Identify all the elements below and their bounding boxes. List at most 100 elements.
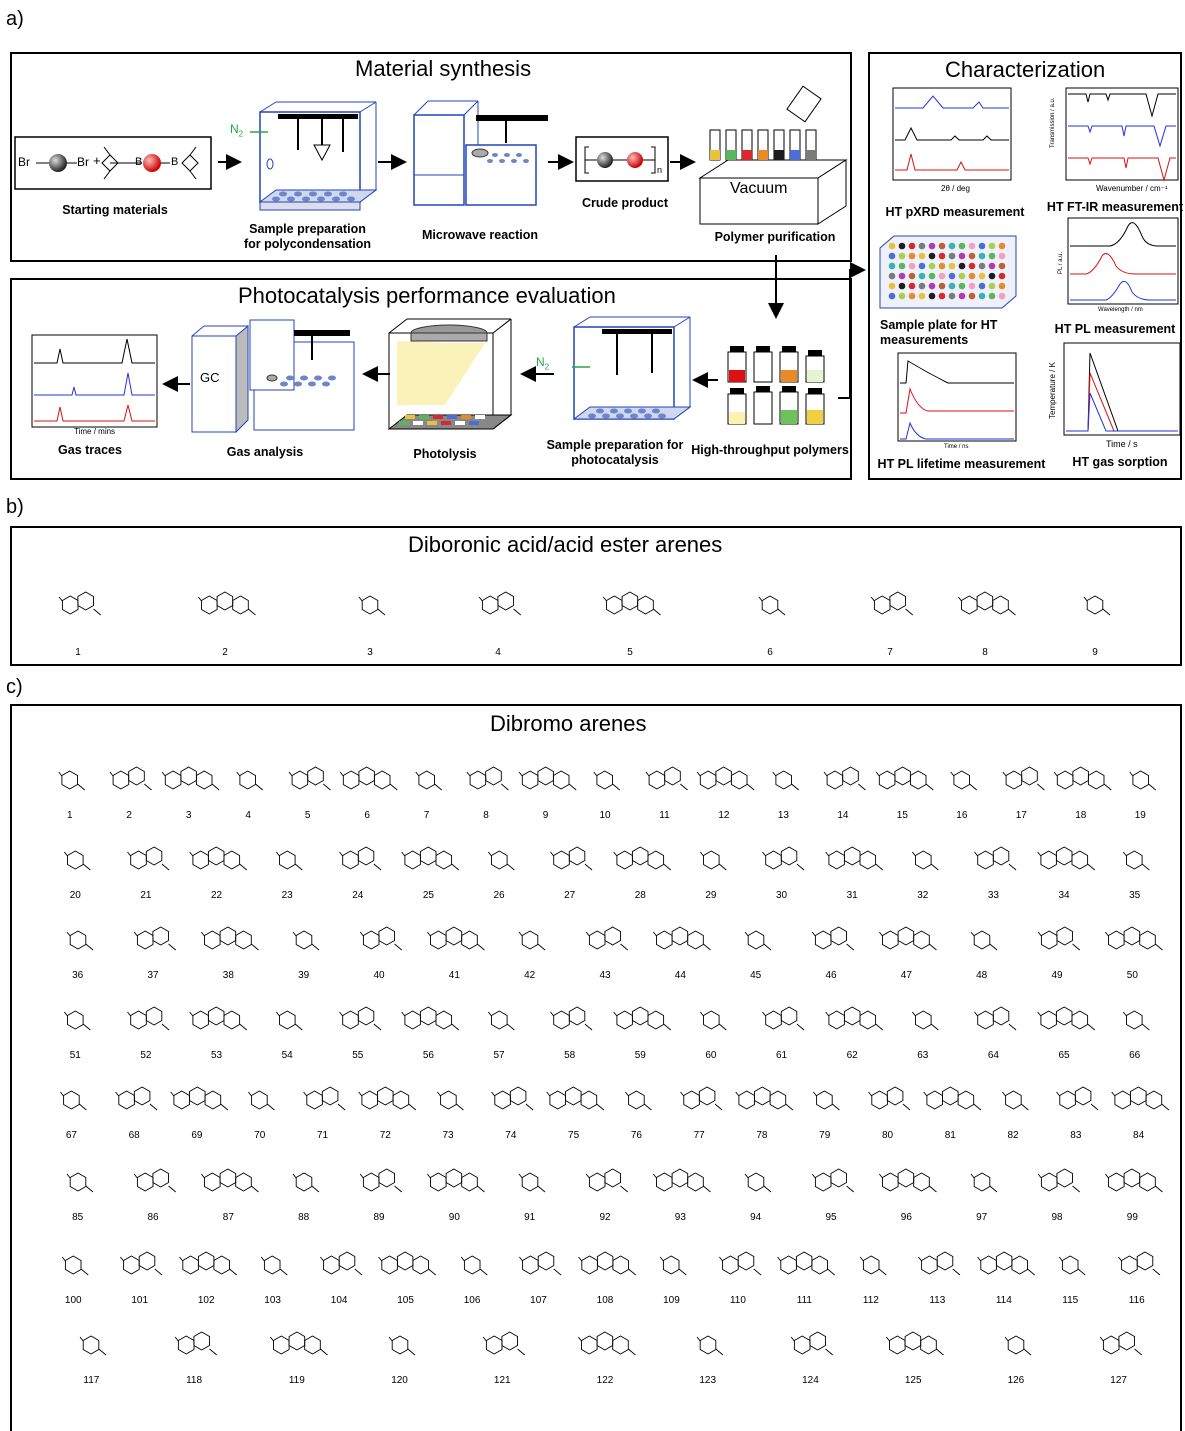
compound-number: 62 <box>846 1050 858 1061</box>
compound-number: 6 <box>767 647 773 658</box>
structure-drawing <box>970 930 997 951</box>
characterization-title: Characterization <box>945 57 1106 82</box>
plate-well <box>938 262 946 270</box>
compound-number: 47 <box>900 970 912 981</box>
structure-drawing <box>791 1331 834 1356</box>
structure-drawing <box>772 770 799 791</box>
compound-number: 103 <box>264 1295 281 1306</box>
structure-drawing <box>401 846 460 871</box>
structure-drawing <box>338 846 381 871</box>
structure-drawing <box>518 930 545 951</box>
structure-drawing <box>950 770 978 791</box>
plate-well <box>908 282 916 290</box>
compound-number: 81 <box>944 1130 956 1141</box>
plate-well <box>978 262 986 270</box>
plate-well <box>948 242 956 250</box>
plus-sign: + <box>93 153 101 168</box>
plate-well <box>948 272 956 280</box>
ftir-ylabel: Transmission / a.u. <box>1050 97 1056 148</box>
diboronic-title: Diboronic acid/acid ester arenes <box>408 532 723 557</box>
plate-well <box>888 242 896 250</box>
plate-well <box>908 262 916 270</box>
structure-drawing <box>359 926 403 951</box>
compound-number: 8 <box>982 647 988 658</box>
compound-number: 114 <box>995 1295 1012 1306</box>
compound-number: 83 <box>1070 1130 1082 1141</box>
structure-drawing <box>823 766 866 791</box>
structure-drawing <box>918 1251 961 1276</box>
compound-number: 71 <box>316 1130 329 1141</box>
structure-drawing <box>546 1086 605 1111</box>
compound-number: 125 <box>904 1375 922 1386</box>
structure-drawing <box>201 1168 260 1193</box>
compound-number: 113 <box>929 1295 946 1306</box>
compound-number: 2 <box>126 810 132 821</box>
compound-number: 34 <box>1058 890 1070 901</box>
plate-well <box>968 292 976 300</box>
structure-drawing <box>699 850 727 871</box>
structure-drawing <box>957 591 1016 616</box>
structure-drawing <box>625 1090 652 1111</box>
photocatalysis-title: Photocatalysis performance evaluation <box>238 283 616 308</box>
plate-well <box>888 292 896 300</box>
plate-well <box>928 272 936 280</box>
pl-lifetime-plot: Time / ns <box>897 352 1018 453</box>
compound-number: 3 <box>185 810 192 821</box>
structure-drawing <box>519 1251 562 1276</box>
plate-well <box>938 252 946 260</box>
compound-number: 122 <box>596 1375 614 1386</box>
compound-number: 84 <box>1133 1130 1145 1141</box>
structure-drawing <box>60 1090 87 1111</box>
structure-drawing <box>974 846 1017 871</box>
structure-drawing <box>976 1251 1035 1276</box>
structure-drawing <box>261 1255 288 1276</box>
structure-drawing <box>518 1172 545 1193</box>
structure-drawing <box>1099 1331 1142 1356</box>
structure-drawing <box>1105 1168 1164 1193</box>
compound-number: 39 <box>298 970 310 981</box>
structure-drawing <box>1056 1086 1099 1111</box>
structure-drawing <box>1111 1086 1170 1111</box>
compound-number: 95 <box>825 1212 837 1223</box>
structure-drawing <box>359 1168 403 1193</box>
material-synthesis-box <box>10 52 852 262</box>
plate-well <box>918 252 926 260</box>
structure-drawing <box>269 1331 328 1356</box>
plate-well <box>988 282 996 290</box>
plate-well <box>998 272 1006 280</box>
structure-drawing <box>645 766 688 791</box>
boron-right-label: B <box>171 156 179 168</box>
compound-number: 41 <box>448 970 460 981</box>
plate-well <box>928 242 936 250</box>
compound-number: 93 <box>674 1212 686 1223</box>
compound-number: 75 <box>568 1130 580 1141</box>
compound-number: 102 <box>197 1295 215 1306</box>
structure-drawing <box>577 1251 636 1276</box>
compound-number: 7 <box>887 647 893 658</box>
compound-number: 86 <box>147 1212 159 1223</box>
structure-drawing <box>487 1010 515 1031</box>
structure-drawing <box>696 1335 724 1356</box>
compound-number: 68 <box>128 1130 140 1141</box>
plate-well <box>928 262 936 270</box>
structure-drawing <box>275 850 303 871</box>
gas-traces-xlabel: Time / mins <box>74 427 116 436</box>
compound-number: 63 <box>917 1050 929 1061</box>
compound-number: 127 <box>1110 1375 1127 1386</box>
structure-drawing <box>491 1086 534 1111</box>
structure-drawing <box>660 1255 687 1276</box>
plate-well <box>888 252 896 260</box>
pxrd-xlabel: 2θ / deg <box>941 184 970 193</box>
structure-drawing <box>825 1006 883 1031</box>
structure-drawing <box>275 1010 303 1031</box>
caption-sample-prep-photocatalysis: Sample preparation for photocatalysis <box>546 438 684 467</box>
caption-high-throughput-polymers: High-throughput polymers <box>691 443 849 457</box>
structure-drawing <box>120 1251 163 1276</box>
purification-illustration: Vacuum <box>698 85 848 233</box>
pxrd-plot: 2θ / deg <box>892 87 1013 198</box>
structure-drawing <box>923 1086 982 1111</box>
structure-drawing <box>868 1086 911 1111</box>
structure-drawing <box>197 591 256 616</box>
arrow-to-sample-prep <box>692 372 718 388</box>
structure-drawing <box>378 1251 437 1276</box>
